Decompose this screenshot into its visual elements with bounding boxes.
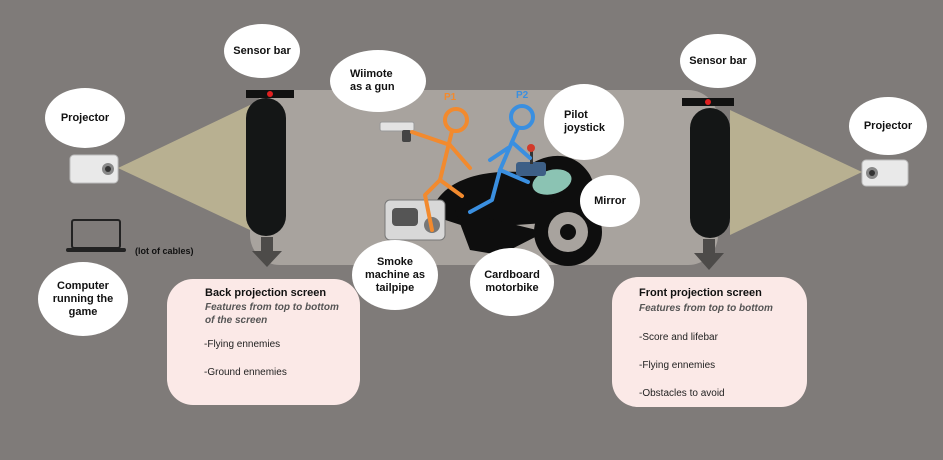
sensor-bar-right-led [705,99,711,105]
label-p2: P2 [516,90,529,101]
arrow-down-left-icon [252,237,282,267]
smoke-machine-icon [384,199,446,241]
projector-beam-left [118,105,250,230]
label-sensor-bar-left: Sensor bar [224,24,300,78]
back-panel-item-ground: -Ground ennemies [204,367,287,378]
label-computer: Computer running the game [38,262,128,336]
player-one-figure [410,107,472,232]
front-panel-item-score: -Score and lifebar [639,332,718,343]
label-projector-right: Projector [849,97,927,155]
label-sensor-bar-right: Sensor bar [680,34,756,88]
wiimote-gun-icon [379,121,415,142]
label-cardboard-motorbike: Cardboard motorbike [470,248,554,316]
back-projection-panel: Back projection screen Features from top… [167,279,360,405]
front-panel-item-obstacles: -Obstacles to avoid [639,388,725,399]
laptop-icon [66,219,126,252]
label-smoke-machine: Smoke machine as tailpipe [352,240,438,310]
label-p1: P1 [444,92,457,103]
label-pilot-joystick: Pilot joystick [544,84,624,160]
back-panel-item-flying: -Flying ennemies [204,339,281,350]
front-panel-title: Front projection screen [639,287,762,299]
front-projection-panel: Front projection screen Features from to… [612,277,807,407]
front-panel-item-flying: -Flying ennemies [639,360,716,371]
front-projection-screen [690,108,730,238]
sensor-bar-left-led [267,91,273,97]
back-panel-subtitle: Features from top to bottom of the scree… [205,302,339,326]
player-two-figure [468,104,535,214]
label-cables: (lot of cables) [135,246,194,256]
projector-right-icon [861,159,909,187]
back-panel-title: Back projection screen [205,287,327,299]
joystick-icon [516,144,546,176]
label-projector-left: Projector [45,88,125,148]
projector-left-icon [69,154,119,184]
label-wiimote: Wiimote as a gun [330,50,426,112]
front-panel-subtitle: Features from top to bottom [639,303,773,314]
back-projection-screen [246,98,286,236]
arrow-down-right-icon [694,239,724,270]
label-mirror: Mirror [580,175,640,227]
projector-beam-right [730,110,862,235]
